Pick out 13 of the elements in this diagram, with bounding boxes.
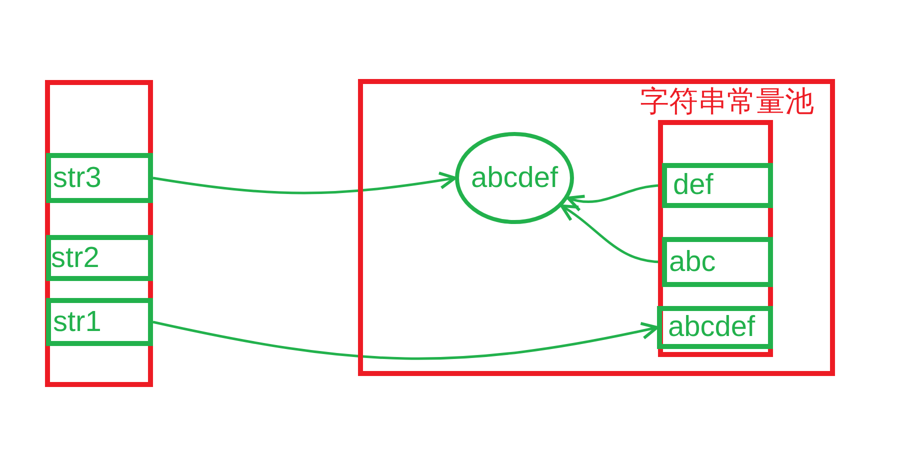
arrow (152, 171, 456, 194)
column-box (45, 80, 153, 387)
arrow (152, 320, 658, 360)
variable-box: str3 (46, 153, 153, 203)
column-box (658, 120, 773, 357)
pool-heading: 字符串常量池 (640, 86, 814, 120)
region-box (358, 79, 835, 376)
string-box: def (662, 163, 773, 208)
object-ellipse: abcdef (455, 132, 574, 224)
variable-box: str1 (46, 298, 153, 346)
variable-box: str2 (46, 235, 153, 281)
string-box: abc (662, 237, 773, 287)
string-box: abcdef (657, 306, 773, 349)
